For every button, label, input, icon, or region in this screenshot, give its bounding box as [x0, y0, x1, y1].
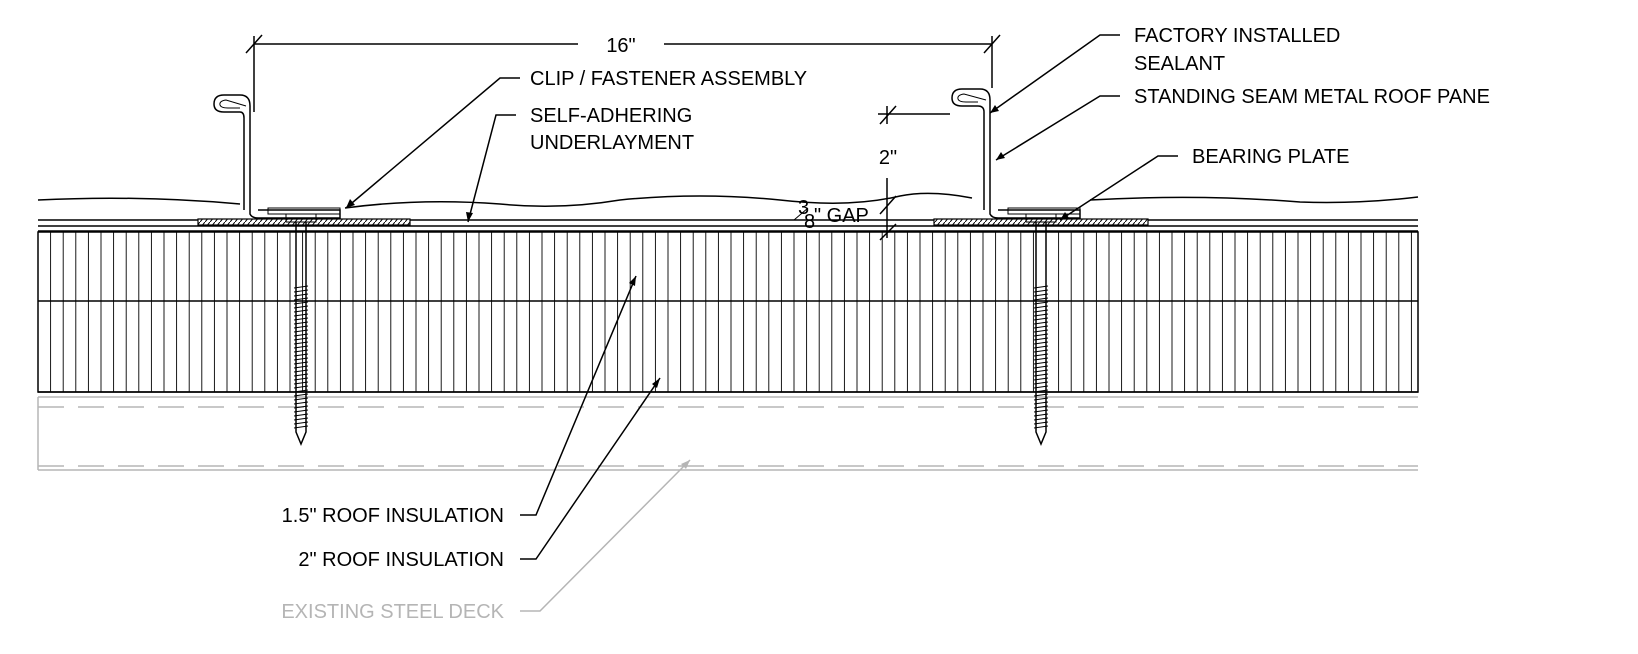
gap-fraction-denominator: 8	[804, 211, 815, 233]
callout-panel: STANDING SEAM METAL ROOF PANE	[995, 86, 1490, 161]
clip-fastener-left	[267, 207, 341, 446]
dimension-seam-height: 2"	[878, 105, 950, 215]
self-adhering-underlayment	[38, 225, 1418, 232]
insulation-hatch	[50, 232, 1412, 392]
label-sealant-line1: FACTORY INSTALLED	[1134, 25, 1340, 47]
standing-seam-left	[213, 94, 341, 219]
dimension-panel-width-text: 16"	[606, 35, 635, 57]
screw-thread-left	[293, 285, 309, 429]
callout-sealant: FACTORY INSTALLED SEALANT	[989, 25, 1340, 114]
dimension-seam-height-text: 2"	[879, 147, 897, 169]
label-panel: STANDING SEAM METAL ROOF PANE	[1134, 86, 1490, 108]
label-sealant-line2: SEALANT	[1134, 53, 1225, 75]
callout-insulation-upper: 1.5" ROOF INSULATION	[282, 275, 637, 527]
label-bearing-plate: BEARING PLATE	[1192, 146, 1349, 168]
dimension-gap: 3 8 " GAP	[793, 197, 897, 241]
panel-profile-line	[37, 192, 1419, 209]
label-underlayment-line2: UNDERLAYMENT	[530, 132, 694, 154]
existing-steel-deck	[37, 396, 1418, 471]
screw-thread-right	[1033, 285, 1049, 429]
label-clip: CLIP / FASTENER ASSEMBLY	[530, 68, 807, 90]
clip-fastener-right	[1007, 207, 1081, 446]
roof-insulation	[37, 231, 1419, 393]
label-underlayment-line1: SELF-ADHERING	[530, 105, 692, 127]
callout-insulation-lower: 2" ROOF INSULATION	[298, 377, 661, 571]
callout-bearing-plate: BEARING PLATE	[1059, 146, 1349, 221]
standing-seam-right	[951, 88, 1081, 219]
dimension-panel-width: 16"	[245, 34, 1001, 112]
callout-clip: CLIP / FASTENER ASSEMBLY	[345, 68, 807, 209]
callout-steel-deck: EXISTING STEEL DECK	[281, 459, 691, 623]
label-insulation-lower: 2" ROOF INSULATION	[298, 549, 504, 571]
gap-fraction-numerator: 3	[798, 197, 809, 219]
gap-suffix-text: " GAP	[814, 205, 869, 227]
callout-underlayment: SELF-ADHERING UNDERLAYMENT	[466, 105, 694, 223]
label-insulation-upper: 1.5" ROOF INSULATION	[282, 505, 504, 527]
label-steel-deck: EXISTING STEEL DECK	[281, 601, 504, 623]
